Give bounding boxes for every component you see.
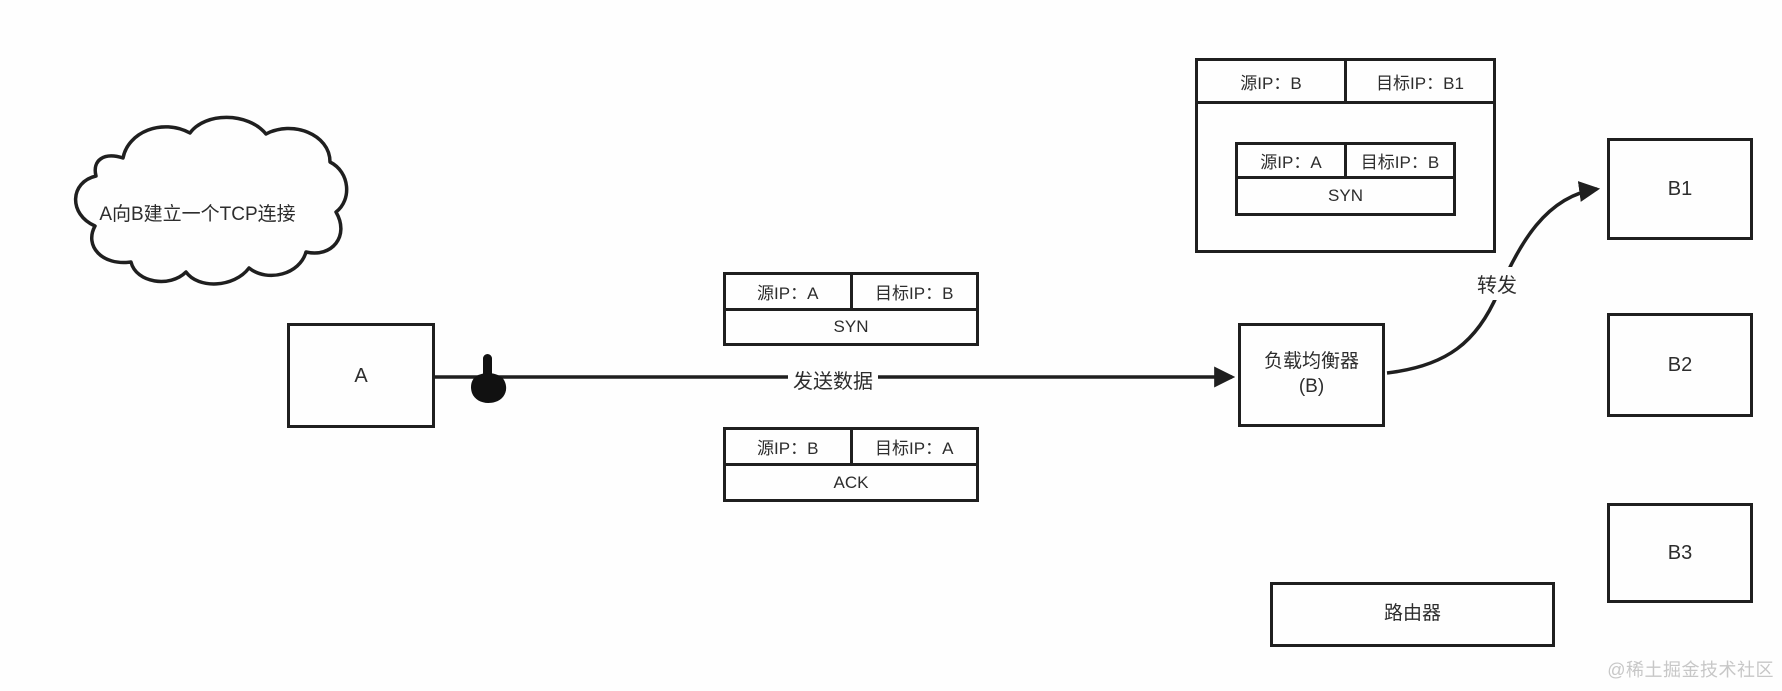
edge-send-data-label: 发送数据 — [788, 363, 878, 396]
packet-forwarded-inner-dst: 目标IP：B — [1344, 145, 1453, 176]
node-server-b2: B2 — [1607, 313, 1753, 417]
packet-ack-src: 源IP：B — [757, 439, 819, 458]
node-server-b3-label: B3 — [1667, 542, 1693, 564]
node-server-b1-label: B1 — [1667, 178, 1693, 200]
packet-forwarded-inner: 源IP：A 目标IP：B SYN — [1235, 142, 1456, 216]
packet-forwarded-inner-src: 源IP：A — [1260, 153, 1322, 172]
packet-forwarded-outer-body: 源IP：A 目标IP：B SYN — [1198, 104, 1493, 250]
packet-ack: 源IP：B 目标IP：A ACK — [723, 427, 979, 502]
node-load-balancer-subtitle: (B) — [1298, 376, 1325, 397]
packet-syn-dst: 目标IP：B — [849, 275, 977, 308]
packet-forwarded-inner-flag: SYN — [1328, 186, 1363, 205]
packet-forwarded-outer: 源IP：B 目标IP：B1 源IP：A 目标IP：B SYN — [1195, 58, 1496, 253]
edge-forward-label: 转发 — [1472, 267, 1522, 300]
packet-ack-dst: 目标IP：A — [849, 430, 977, 463]
packet-ack-flag: ACK — [833, 472, 869, 492]
node-router-label: 路由器 — [1383, 603, 1441, 625]
node-client-a: A — [287, 323, 435, 428]
packet-ack-header: 源IP：B 目标IP：A — [726, 430, 976, 466]
cloud-note: A向B建立一个TCP连接 — [99, 204, 296, 225]
packet-syn-src: 源IP：A — [757, 284, 819, 303]
watermark: @稀土掘金技术社区 — [1607, 660, 1774, 680]
packet-forwarded-outer-dst: 目标IP：B1 — [1344, 61, 1493, 101]
node-client-a-label: A — [354, 364, 368, 387]
node-server-b2-label: B2 — [1667, 354, 1693, 376]
node-server-b3: B3 — [1607, 503, 1753, 603]
packet-syn-header: 源IP：A 目标IP：B — [726, 275, 976, 311]
packet-syn-flag: SYN — [833, 317, 869, 336]
cloud-shape — [73, 115, 349, 286]
node-router: 路由器 — [1270, 582, 1555, 647]
packet-forwarded-outer-header: 源IP：B 目标IP：B1 — [1198, 61, 1493, 104]
packet-forwarded-inner-header: 源IP：A 目标IP：B — [1238, 145, 1453, 179]
packet-syn: 源IP：A 目标IP：B SYN — [723, 272, 979, 346]
node-load-balancer: 负载均衡器 (B) — [1238, 323, 1385, 427]
node-load-balancer-title: 负载均衡器 — [1263, 351, 1359, 373]
hand-cursor-icon — [471, 354, 507, 403]
node-server-b1: B1 — [1607, 138, 1753, 240]
packet-forwarded-outer-src: 源IP：B — [1240, 73, 1302, 93]
